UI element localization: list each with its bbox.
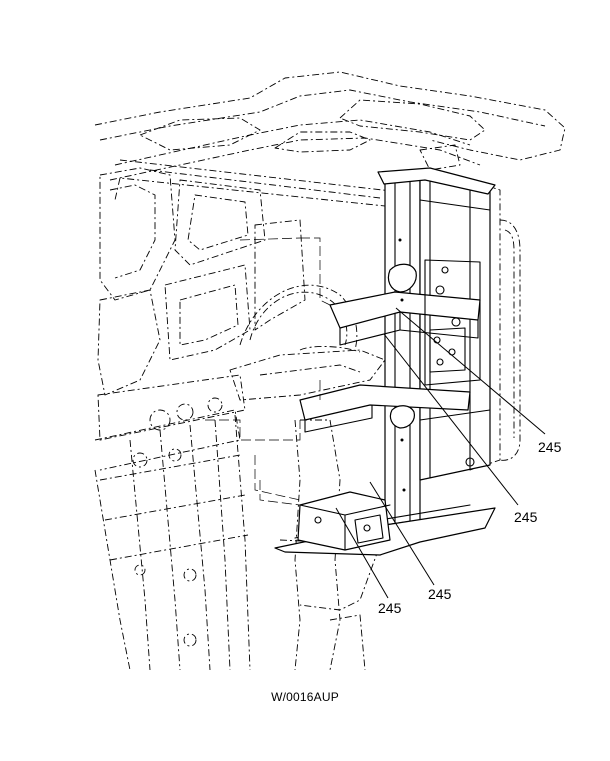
callout-label: 245 <box>514 509 538 525</box>
callout-label: 245 <box>538 439 562 455</box>
callout-leaders <box>335 307 546 599</box>
leader-line <box>383 333 519 506</box>
leader-line <box>369 481 435 586</box>
vehicle-body-phantom <box>94 71 566 671</box>
leader-line <box>335 507 389 599</box>
leader-line <box>395 307 546 435</box>
callout-label: 245 <box>428 586 452 602</box>
bracket-assembly <box>274 167 496 556</box>
callout-label: 245 <box>378 600 402 616</box>
exploded-view-alignment-lines <box>205 237 331 506</box>
figure-identifier: W/0016AUP <box>271 690 339 704</box>
